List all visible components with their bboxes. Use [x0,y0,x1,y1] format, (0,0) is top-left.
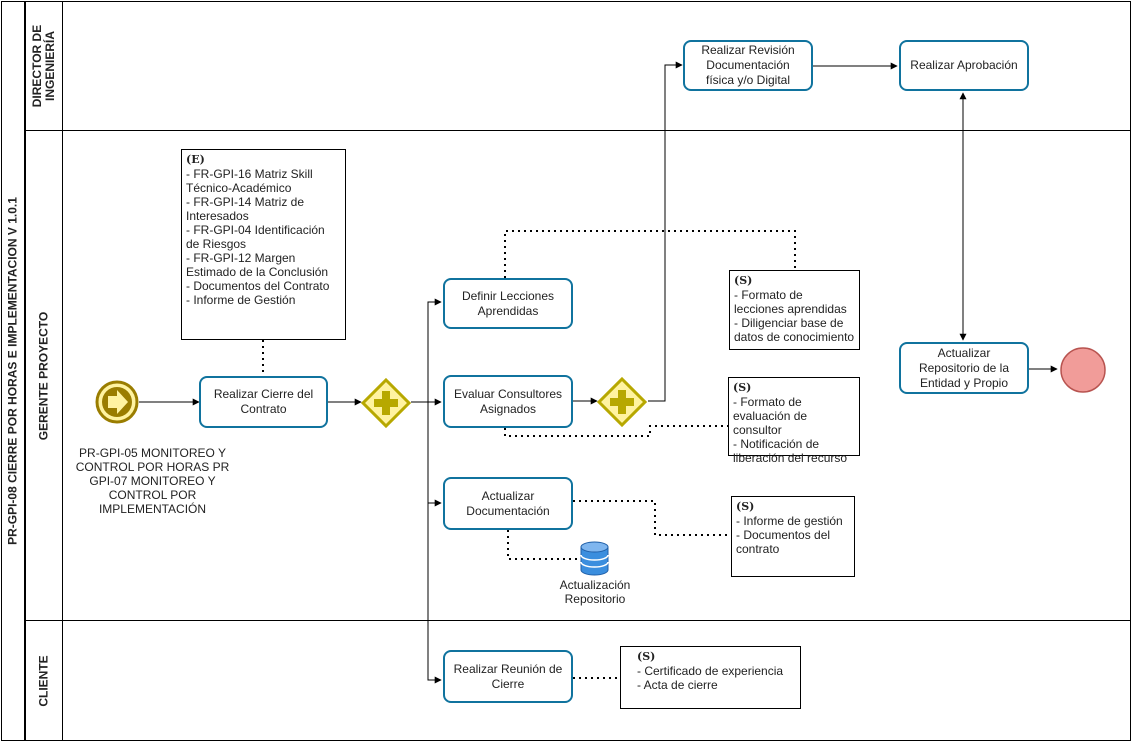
output-document-lecciones: (S) - Formato de lecciones aprendidas - … [729,270,860,350]
data-store[interactable] [579,541,610,576]
input-document-item: - FR-GPI-14 Matriz de Interesados [186,195,305,223]
pool-title-label: PR-GPI-08 CIERRE POR HORAS E IMPLEMENTAC… [1,1,25,741]
end-event-icon [1060,347,1106,393]
output-document-evaluar: (S) - Formato de evaluación de consultor… [728,377,860,465]
pool-title: PR-GPI-08 CIERRE POR HORAS E IMPLEMENTAC… [5,197,20,545]
output-document-item: - Informe de gestión [736,514,843,528]
task-realizar-cierre-contrato[interactable]: Realizar Cierre del Contrato [199,376,328,428]
input-document: (E) - FR-GPI-16 Matriz Skill Técnico-Aca… [181,149,346,340]
start-arrow-icon [95,380,139,424]
input-document-item: - Informe de Gestión [186,293,296,307]
parallel-gateway-1[interactable] [360,377,412,429]
output-document-item: - Notificación de liberación del recurso [733,437,848,465]
task-realizar-aprobacion[interactable]: Realizar Aprobación [899,40,1029,91]
task-evaluar-consultores[interactable]: Evaluar Consultores Asignados [443,375,573,428]
parallel-gateway-icon [596,376,648,428]
output-document-item: - Formato de lecciones aprendidas [734,288,847,316]
task-actualizar-documentacion[interactable]: Actualizar Documentación [443,477,573,530]
start-caption-line: PR-GPI-05 MONITOREO Y [79,446,226,460]
output-document-item: - Diligenciar base de datos de conocimie… [734,316,855,344]
start-caption-line: CONTROL POR HORAS PR [75,460,230,474]
lane-label-gerente: GERENTE PROYECTO [25,130,63,621]
task-realizar-revision[interactable]: Realizar Revisión Documentación física y… [683,40,813,91]
start-event-caption: PR-GPI-05 MONITOREO Y CONTROL POR HORAS … [70,446,235,516]
parallel-gateway-icon [360,377,412,429]
database-icon [580,541,609,576]
lane-label-director: DIRECTOR DE INGENIERÍA [25,1,63,131]
start-caption-line: IMPLEMENTACIÓN [98,502,207,516]
lane-title-director: DIRECTOR DE INGENIERÍA [30,24,57,108]
lane-title-gerente: GERENTE PROYECTO [36,311,51,440]
input-document-item: - FR-GPI-12 Margen Estimado de la Conclu… [186,251,329,279]
input-document-item: - FR-GPI-16 Matriz Skill Técnico-Académi… [186,167,313,195]
task-actualizar-repositorio[interactable]: Actualizar Repositorio de la Entidad y P… [899,342,1029,394]
data-store-caption: Actualización Repositorio [540,578,650,606]
output-document-title: (S) [734,274,753,287]
end-event[interactable] [1059,346,1107,394]
data-store-caption-line: Repositorio [564,592,626,606]
input-document-item: - Documentos del Contrato [186,279,330,293]
output-document-actualizar: (S) - Informe de gestión - Documentos de… [731,496,855,577]
input-document-title: (E) [186,153,205,166]
task-definir-lecciones[interactable]: Definir Lecciones Aprendidas [443,278,573,329]
lane-title-cliente: CLIENTE [36,654,51,707]
start-caption-line: CONTROL POR [108,488,197,502]
output-document-title: (S) [637,650,656,663]
output-document-reunion: (S) - Certificado de experiencia - Acta … [620,646,801,709]
task-realizar-reunion-cierre[interactable]: Realizar Reunión de Cierre [443,650,573,703]
data-store-caption-line: Actualización [559,578,631,592]
parallel-gateway-2[interactable] [596,376,648,428]
input-document-item: - FR-GPI-04 Identificación de Riesgos [186,223,325,251]
output-document-item: - Acta de cierre [637,678,718,692]
output-document-title: (S) [733,381,752,394]
output-document-item: - Formato de evaluación de consultor [733,395,808,437]
output-document-item: - Documentos del contrato [736,528,831,556]
lane-label-cliente: CLIENTE [25,620,63,741]
lane-cliente [62,620,1131,741]
output-document-title: (S) [736,500,755,513]
start-event[interactable] [95,380,139,424]
output-document-item: - Certificado de experiencia [637,664,784,678]
start-caption-line: GPI-07 MONITOREO Y [89,474,216,488]
